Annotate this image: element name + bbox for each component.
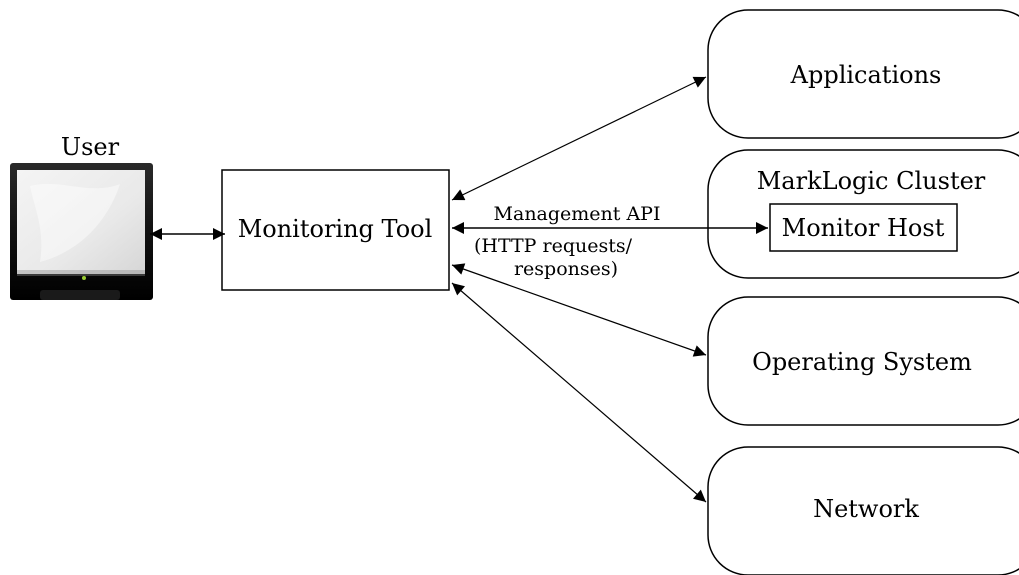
marklogic-cluster-label: MarkLogic Cluster xyxy=(757,167,986,195)
management-api-label: Management API xyxy=(494,203,661,225)
operating-system-box xyxy=(707,296,1019,426)
monitoring-tool-label: Monitoring Tool xyxy=(238,215,433,243)
network-box xyxy=(707,446,1019,575)
operating-system-label: Operating System xyxy=(752,348,972,376)
http-detail-line1: (HTTP requests/ xyxy=(474,235,633,257)
applications-box xyxy=(707,9,1019,139)
http-detail-line2: responses) xyxy=(514,258,618,280)
network-label: Network xyxy=(813,495,919,523)
tool-applications-arrow xyxy=(451,76,707,201)
applications-label: Applications xyxy=(790,61,942,89)
monitor-icon xyxy=(10,163,153,300)
tool-network-arrow xyxy=(451,282,707,503)
monitor-host-box xyxy=(769,203,958,252)
monitor-host-label: Monitor Host xyxy=(782,214,945,242)
user-label: User xyxy=(61,133,120,161)
monitoring-tool-box xyxy=(221,169,450,291)
